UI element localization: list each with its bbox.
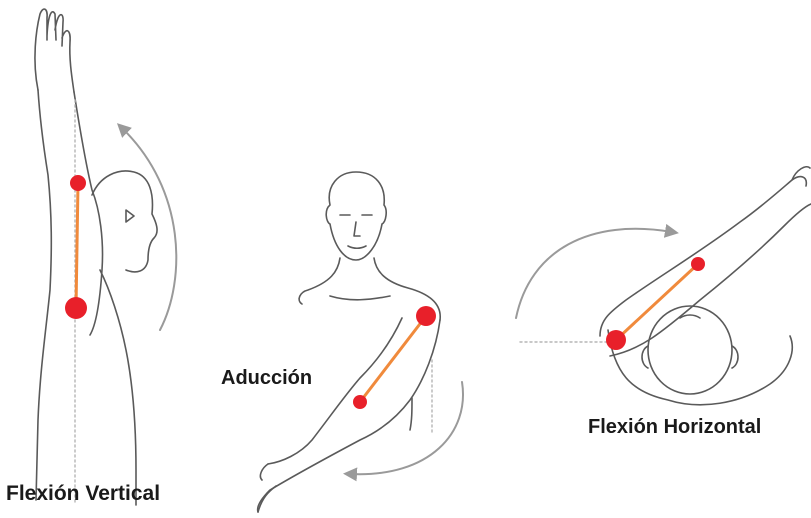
goniometer-adduction bbox=[353, 306, 436, 409]
motion-arrow-horizontal bbox=[516, 229, 672, 318]
chest-line bbox=[330, 296, 390, 300]
motion-arrow-vertical bbox=[122, 128, 176, 330]
head-top-view bbox=[648, 306, 732, 394]
arm-inner-edge bbox=[268, 318, 402, 464]
marker-horizontal-elbow bbox=[691, 257, 705, 271]
label-vertical-flexion: Flexión Vertical bbox=[6, 482, 160, 506]
figure-adduction bbox=[258, 172, 463, 512]
marker-adduction-elbow bbox=[353, 395, 367, 409]
trunk-back bbox=[100, 270, 136, 505]
segment-horizontal bbox=[616, 264, 698, 340]
segment-vertical bbox=[76, 183, 78, 308]
arm-outer-edge bbox=[258, 320, 440, 512]
figure-horizontal-flexion bbox=[516, 167, 811, 405]
trunk-side bbox=[410, 398, 412, 430]
ear bbox=[126, 210, 134, 222]
arm-front-edge bbox=[36, 90, 51, 500]
motion-arrow-adduction bbox=[350, 382, 463, 474]
arm-upper-edge bbox=[600, 177, 806, 336]
marker-vertical-bottom bbox=[65, 297, 87, 319]
goniometer-vertical bbox=[65, 175, 87, 319]
face-mouth bbox=[348, 246, 366, 248]
marker-horizontal-shoulder bbox=[606, 330, 626, 350]
marker-vertical-top bbox=[70, 175, 86, 191]
arm-lower-edge bbox=[610, 204, 811, 356]
nose-top bbox=[680, 315, 700, 318]
hand-adduction bbox=[258, 464, 276, 512]
marker-adduction-shoulder bbox=[416, 306, 436, 326]
head-ear-left bbox=[642, 346, 648, 368]
raised-hand bbox=[35, 9, 74, 92]
label-adduction: Aducción bbox=[221, 367, 312, 390]
figure-vertical-flexion bbox=[35, 9, 176, 505]
head-ear-right bbox=[732, 346, 738, 368]
head-front bbox=[326, 172, 386, 260]
face-nose bbox=[354, 222, 360, 236]
label-horizontal-flexion: Flexión Horizontal bbox=[588, 416, 761, 439]
